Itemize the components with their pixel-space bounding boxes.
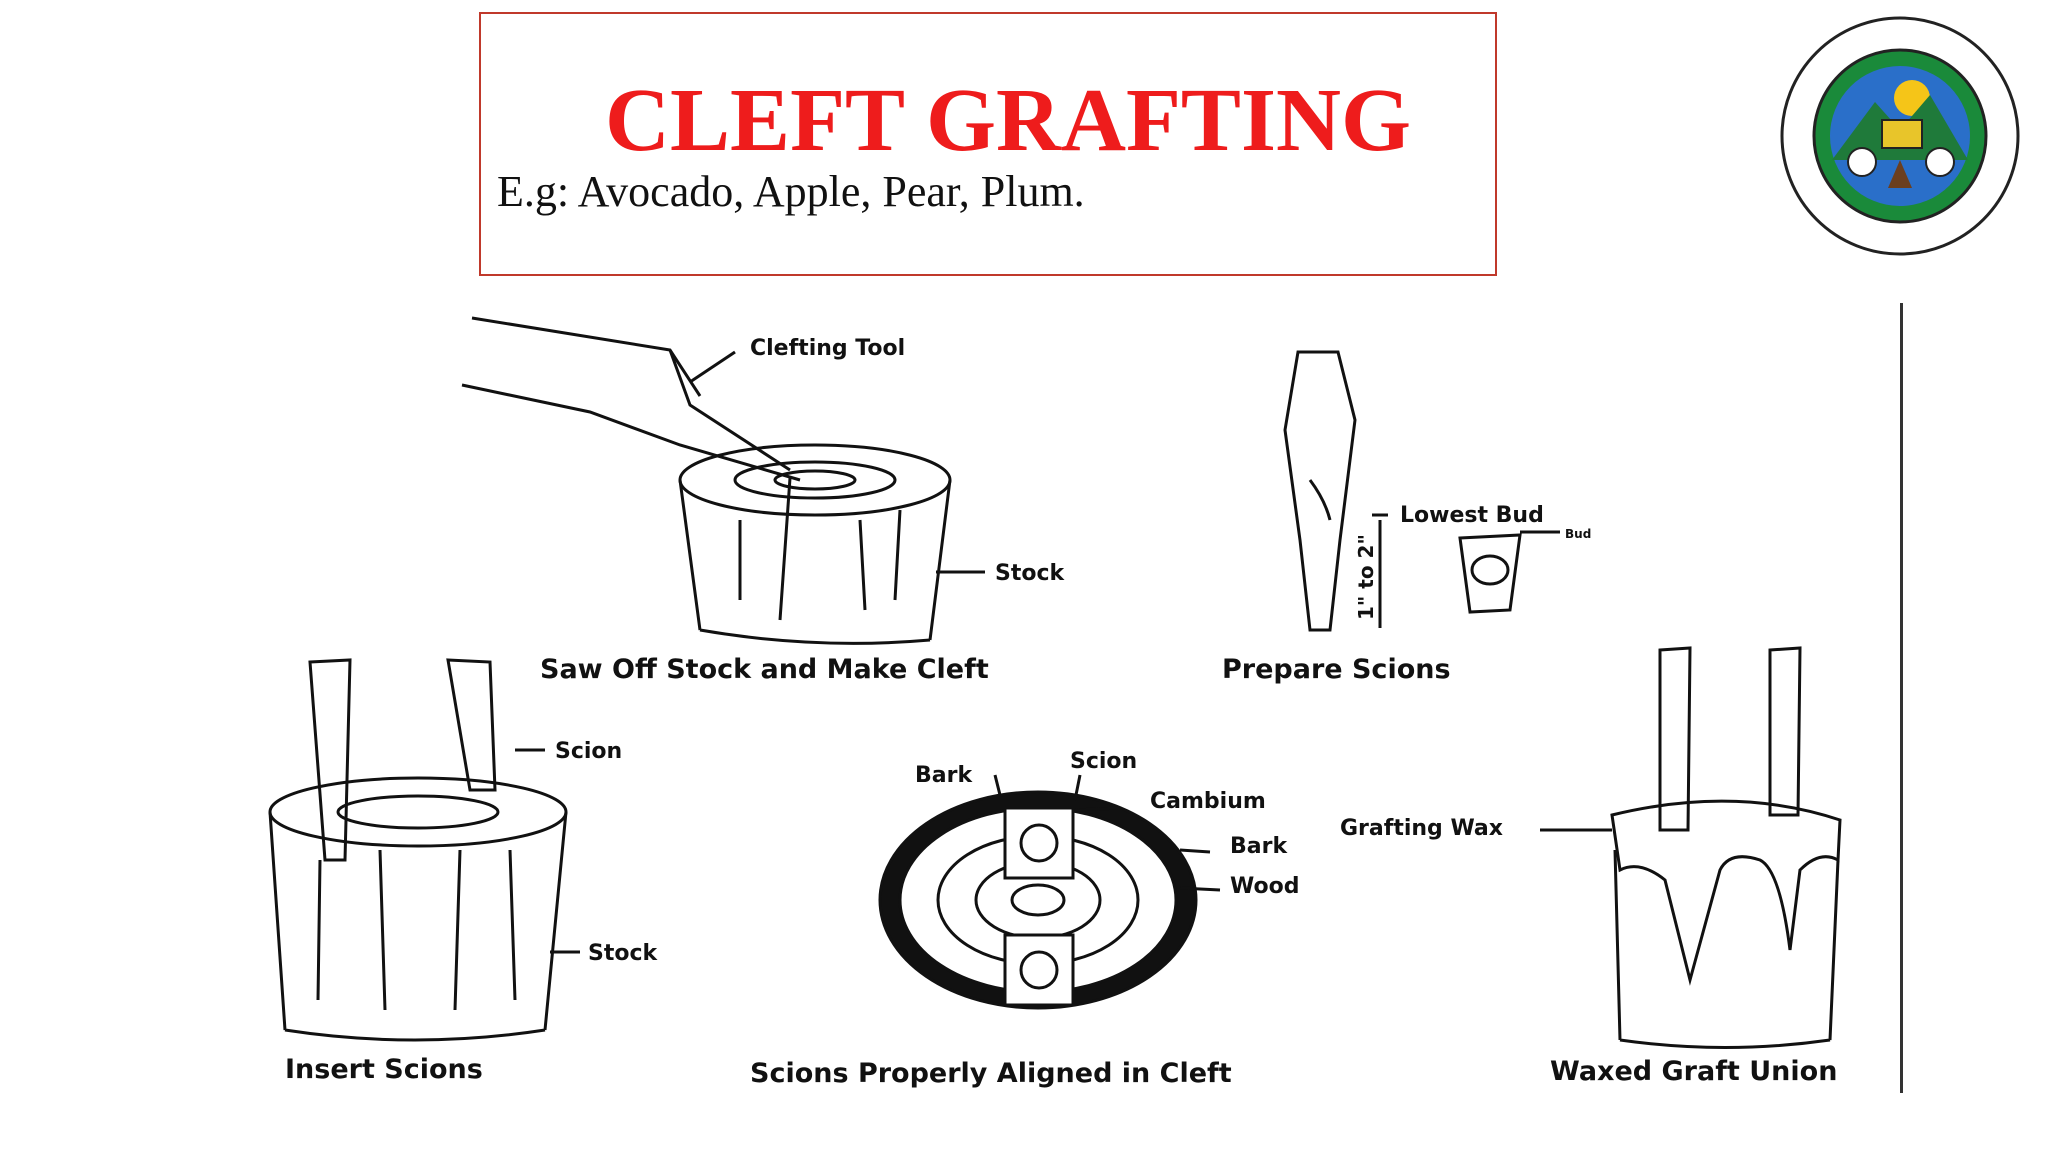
- label-lowest-bud: Lowest Bud: [1400, 503, 1544, 528]
- vertical-divider: [1900, 303, 1903, 1093]
- caption-prepare-scions: Prepare Scions: [1222, 654, 1451, 685]
- stage-insert-scions: [268, 658, 580, 1042]
- stage-waxed-graft-union: [1540, 646, 1842, 1049]
- label-bud: Bud: [1565, 527, 1591, 541]
- label-stock-top: Stock: [995, 561, 1066, 586]
- caption-scions-aligned: Scions Properly Aligned in Cleft: [750, 1058, 1232, 1089]
- title-box: CLEFT GRAFTING E.g: Avocado, Apple, Pear…: [479, 12, 1497, 276]
- label-bark-right: Bark: [1230, 834, 1288, 859]
- label-measure: 1" to 2": [1354, 534, 1378, 620]
- page-title: CLEFT GRAFTING: [605, 71, 1411, 170]
- label-scion-mid: Scion: [1070, 749, 1137, 774]
- caption-waxed-graft-union: Waxed Graft Union: [1550, 1056, 1837, 1087]
- caption-saw-off-stock: Saw Off Stock and Make Cleft: [540, 654, 989, 685]
- label-clefting-tool: Clefting Tool: [750, 336, 905, 361]
- caption-insert-scions: Insert Scions: [285, 1054, 483, 1085]
- stage-saw-off-stock: [461, 316, 985, 645]
- label-bark-top: Bark: [915, 763, 973, 788]
- label-stock-left: Stock: [588, 941, 659, 966]
- examples-text: E.g: Avocado, Apple, Pear, Plum.: [497, 167, 1085, 216]
- label-wood: Wood: [1230, 874, 1299, 899]
- university-logo: [1780, 16, 2020, 256]
- cleft-grafting-illustration: Clefting Tool Stock Saw Off Stock and Ma…: [268, 316, 1842, 1089]
- label-scion-left: Scion: [555, 739, 622, 764]
- stage-prepare-scions: [1283, 350, 1560, 632]
- label-grafting-wax: Grafting Wax: [1340, 816, 1503, 841]
- stage-scions-aligned: [878, 774, 1221, 1010]
- label-cambium: Cambium: [1150, 789, 1266, 814]
